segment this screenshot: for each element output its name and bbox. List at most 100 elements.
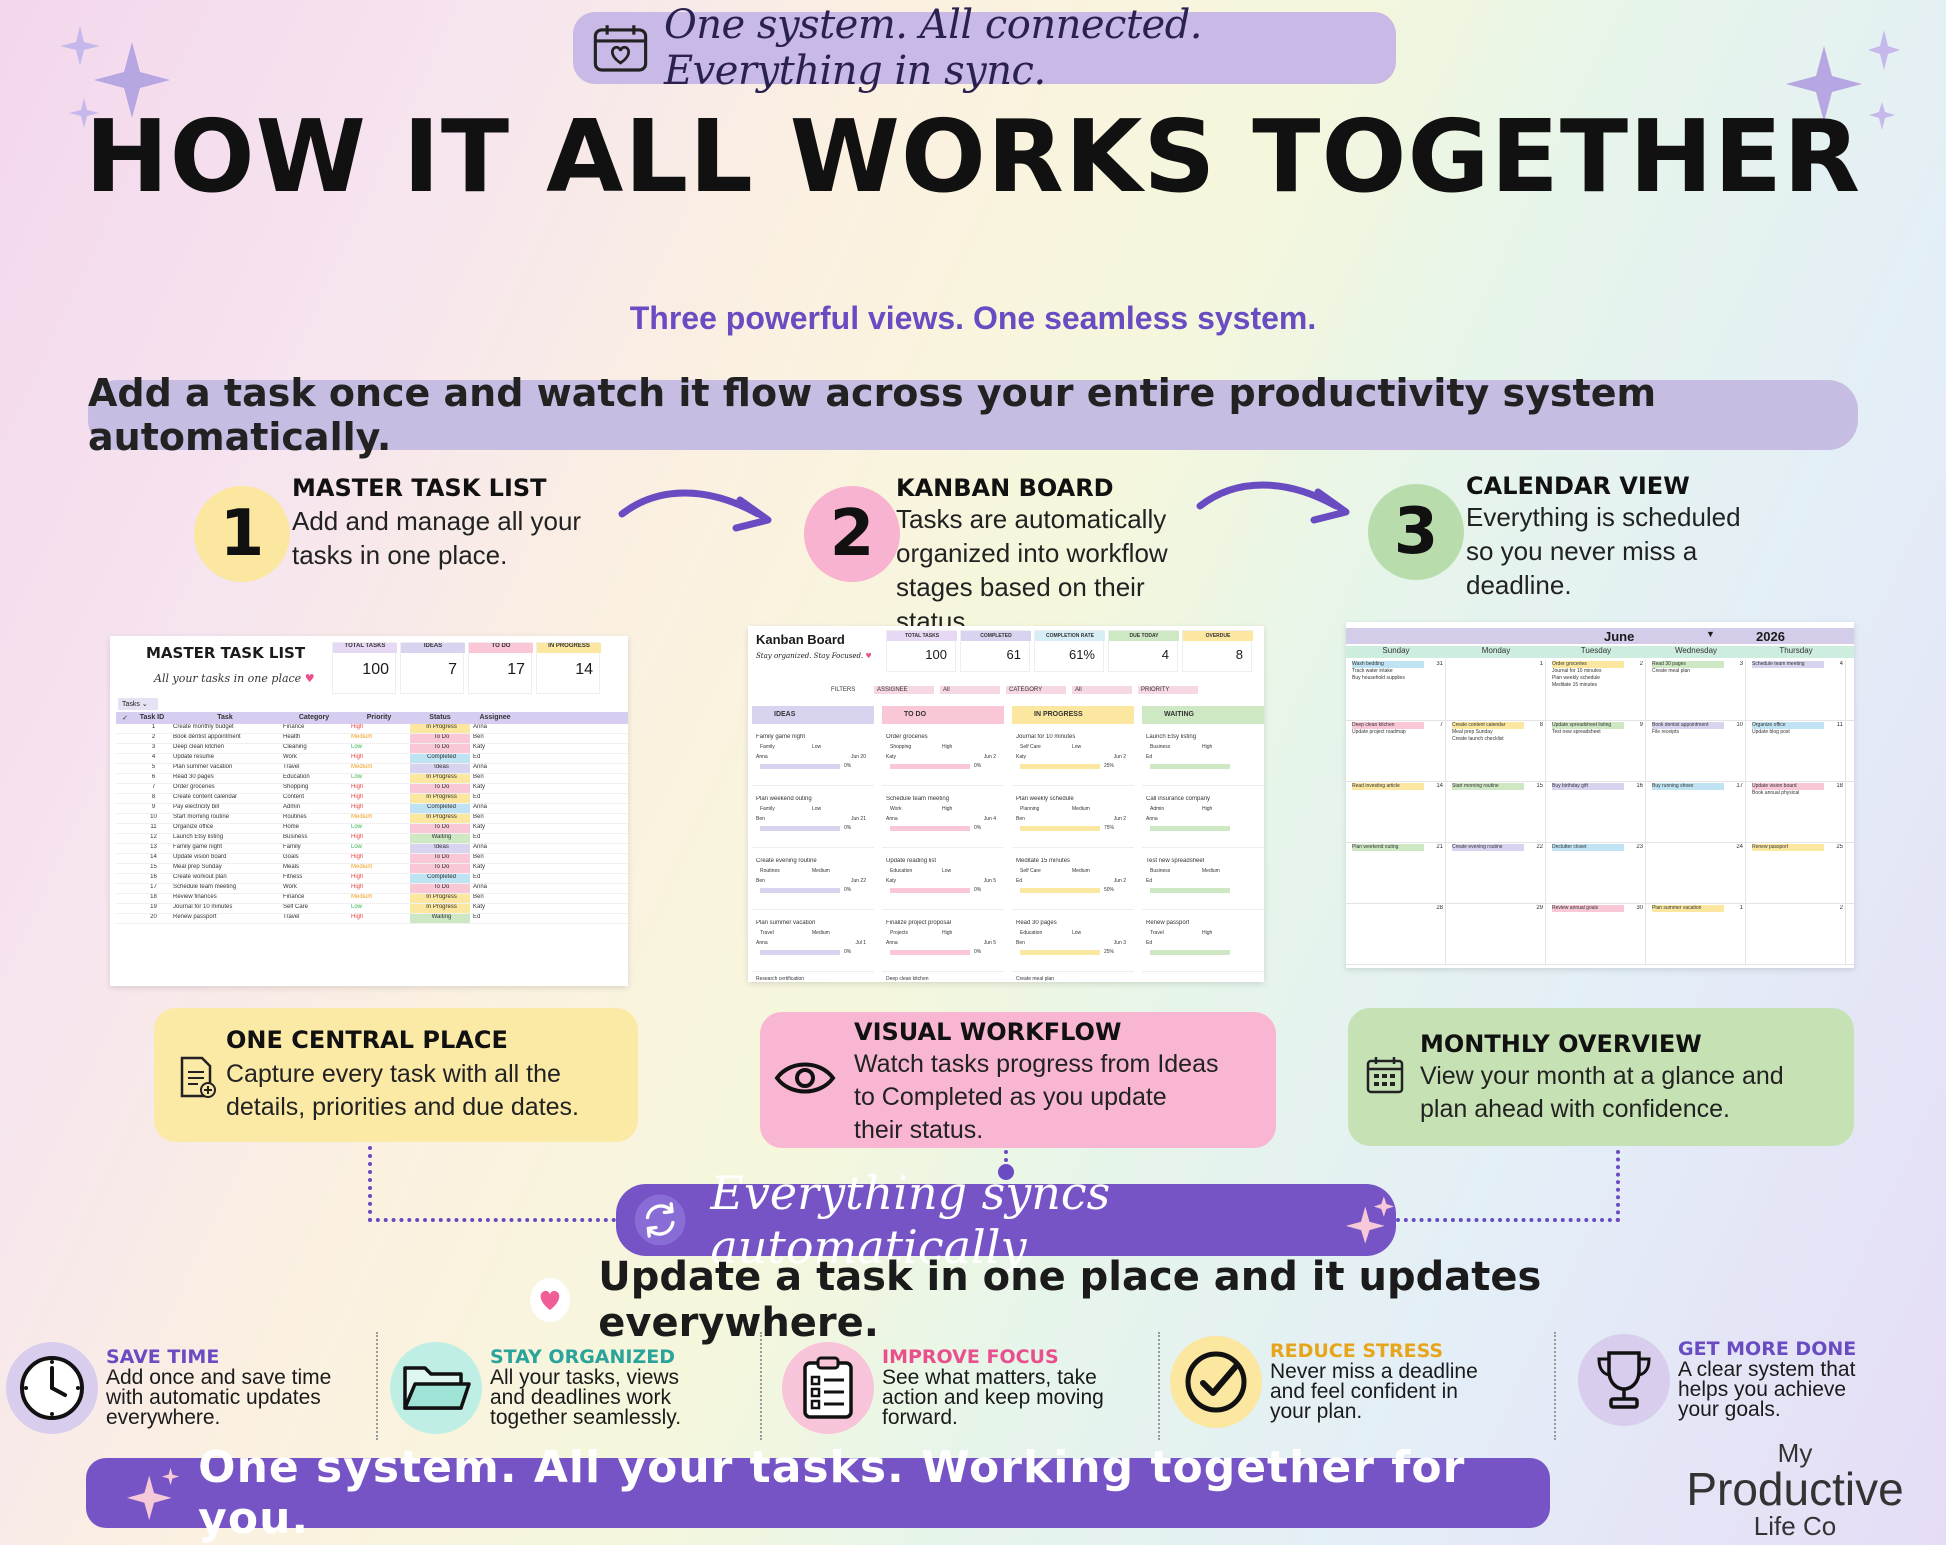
calendar-event[interactable]: Meal prep Sunday	[1452, 729, 1493, 735]
calendar-event[interactable]: Plan weekly schedule	[1552, 675, 1601, 681]
calendar-event[interactable]: Book dentist appointment	[1652, 722, 1724, 729]
calendar-event[interactable]: Meditate 15 minutes	[1552, 682, 1598, 688]
column-header[interactable]: ✓	[122, 715, 128, 722]
calendar-event[interactable]: Organize office	[1752, 722, 1824, 729]
row-checkbox[interactable]	[116, 914, 134, 923]
calendar-event[interactable]: Review annual goals	[1552, 905, 1624, 912]
calendar-event[interactable]: Journal for 10 minutes	[1552, 668, 1602, 674]
calendar-event[interactable]: Buy birthday gift	[1552, 783, 1624, 790]
row-checkbox[interactable]	[116, 884, 134, 893]
calendar-event[interactable]: File receipts	[1652, 729, 1679, 735]
calendar-event[interactable]: Buy running shoes	[1652, 783, 1724, 790]
calendar-day-cell[interactable]: 29	[1446, 904, 1546, 964]
calendar-event[interactable]: Plan summer vacation	[1652, 905, 1724, 912]
calendar-event[interactable]: Read investing article	[1352, 783, 1424, 790]
column-header[interactable]: Category	[298, 714, 330, 721]
calendar-event[interactable]: Buy household supplies	[1352, 675, 1405, 681]
row-checkbox[interactable]	[116, 874, 134, 883]
filter-control[interactable]: FILTERS	[831, 687, 856, 693]
calendar-event[interactable]: Test new spreadsheet	[1552, 729, 1601, 735]
row-checkbox[interactable]	[116, 894, 134, 903]
row-checkbox[interactable]	[116, 774, 134, 783]
column-header[interactable]: Status	[429, 714, 451, 721]
sheet-tab[interactable]: Tasks ⌄	[118, 698, 158, 710]
calendar-event[interactable]: Create evening routine	[1452, 844, 1524, 851]
calendar-day-cell[interactable]: 28	[1346, 904, 1446, 964]
calendar-event[interactable]: Start morning routine	[1452, 783, 1524, 790]
row-checkbox[interactable]	[116, 824, 134, 833]
column-header[interactable]: Task ID	[139, 714, 165, 721]
filter-control[interactable]: ASSIGNEE	[874, 686, 934, 694]
column-header[interactable]: Assignee	[479, 714, 511, 721]
row-checkbox[interactable]	[116, 754, 134, 763]
calendar-event[interactable]: Update blog post	[1752, 729, 1790, 735]
row-checkbox[interactable]	[116, 854, 134, 863]
row-checkbox[interactable]	[116, 744, 134, 753]
filter-control[interactable]: All	[1072, 686, 1132, 694]
row-checkbox[interactable]	[116, 814, 134, 823]
row-checkbox[interactable]	[116, 834, 134, 843]
calendar-event[interactable]: Create content calendar	[1452, 722, 1524, 729]
calendar-day-cell[interactable]: 24	[1646, 843, 1746, 903]
calendar-event[interactable]: Order groceries	[1552, 661, 1624, 668]
column-header[interactable]: Priority	[366, 714, 392, 721]
calendar-event[interactable]: Track water intake	[1352, 668, 1393, 674]
row-checkbox[interactable]	[116, 844, 134, 853]
chevron-down-icon[interactable]: ▼	[1706, 629, 1715, 639]
calendar-event[interactable]: Read 30 pages	[1652, 661, 1724, 668]
calendar-event[interactable]: Create meal plan	[1652, 668, 1691, 674]
calendar-event[interactable]: Book annual physical	[1752, 790, 1800, 796]
calendar-event[interactable]: Update project roadmap	[1352, 729, 1406, 735]
column-header[interactable]: Task	[217, 714, 233, 721]
row-checkbox[interactable]	[116, 864, 134, 873]
calendar-event[interactable]: Schedule team meeting	[1752, 661, 1824, 668]
filter-control[interactable]: CATEGORY	[1006, 686, 1066, 694]
row-checkbox[interactable]	[116, 904, 134, 913]
calendar-day-cell[interactable]: 1	[1446, 660, 1546, 720]
calendar-event[interactable]: Declutter closet	[1552, 844, 1624, 851]
row-checkbox[interactable]	[116, 784, 134, 793]
